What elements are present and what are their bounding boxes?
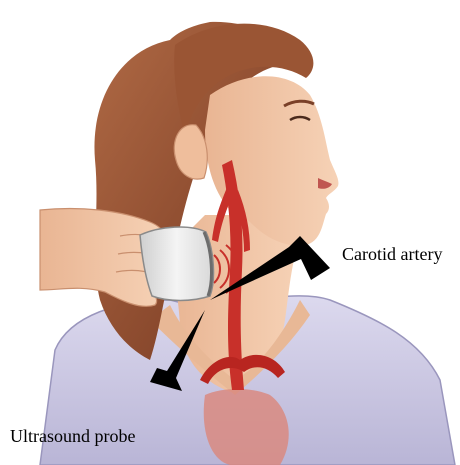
probe	[140, 227, 213, 301]
carotid-artery-label: Carotid artery	[342, 244, 442, 265]
ultrasound-probe-label: Ultrasound probe	[10, 426, 135, 447]
